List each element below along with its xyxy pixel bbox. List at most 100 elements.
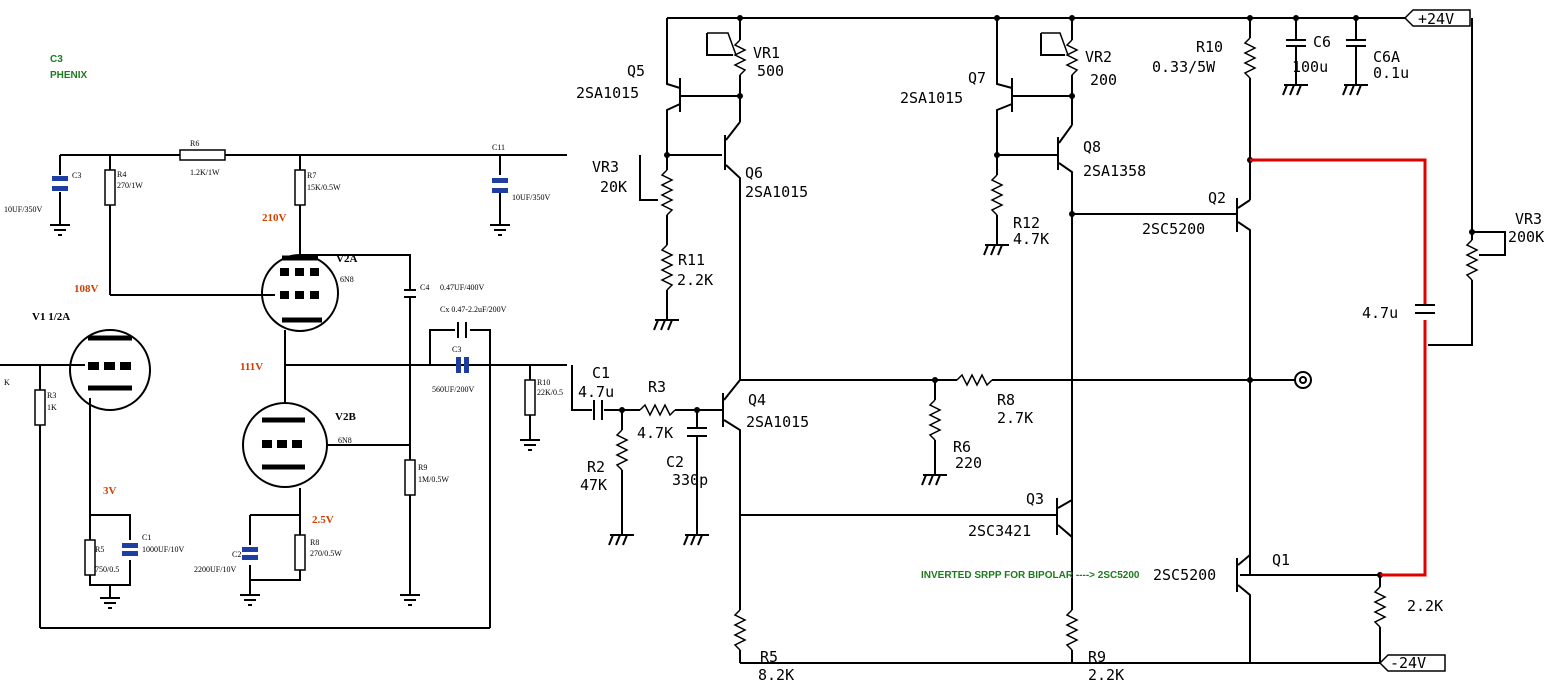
component-label: R10 <box>1196 38 1223 56</box>
brand-label: PHENIX <box>50 70 88 81</box>
component-label: C11 <box>492 143 505 152</box>
capacitor-feedback <box>1415 304 1435 314</box>
component-label: R7 <box>307 171 316 180</box>
feedback-wire-highlight <box>1250 158 1427 577</box>
component-part: 2SA1358 <box>1083 162 1146 180</box>
transistor-q2 <box>1072 198 1251 575</box>
component-value: 4.7K <box>1013 230 1049 248</box>
capacitor-symbol <box>52 186 68 191</box>
wire <box>89 398 131 598</box>
transistor-q7 <box>996 18 1058 156</box>
resistor-r3 <box>639 403 676 417</box>
component-part: 2SA1015 <box>746 413 809 431</box>
ground-symbol <box>100 597 120 609</box>
rail-label-positive: +24V <box>1418 10 1454 28</box>
component-part: 2SC5200 <box>1142 220 1205 238</box>
resistor-r12 <box>990 174 1004 216</box>
ground-symbol <box>1342 84 1368 96</box>
component-value: 0.1u <box>1373 64 1409 82</box>
transistor-q4 <box>722 379 741 610</box>
voltage-label: 108V <box>74 283 99 295</box>
component-label: Q1 <box>1272 551 1290 569</box>
resistor-symbol <box>179 149 226 161</box>
component-value: 47K <box>580 476 607 494</box>
capacitor-c6 <box>1286 18 1306 85</box>
component-label: Q3 <box>1026 490 1044 508</box>
component-label: R9 <box>1088 648 1106 666</box>
component-label: VR3 <box>1515 210 1542 228</box>
wire <box>1012 18 1073 125</box>
component-label: Q4 <box>748 391 766 409</box>
component-part: 2SA1015 <box>745 183 808 201</box>
component-label: Q7 <box>968 69 986 87</box>
transistor-q6 <box>724 121 741 380</box>
resistor-symbol <box>84 539 96 576</box>
component-label: R3 <box>47 391 56 400</box>
component-label: C3 <box>452 345 461 354</box>
resistor-symbol <box>294 534 306 571</box>
brand-label: C3 <box>50 54 63 65</box>
capacitor-symbol <box>456 357 461 373</box>
voltage-label: 111V <box>240 361 263 373</box>
resistor-symbol <box>34 389 46 426</box>
pot-wiper <box>1041 32 1069 56</box>
capacitor-c2 <box>687 410 707 535</box>
resistor-symbol <box>104 169 116 206</box>
component-value: 0.47UF/400V <box>440 283 484 292</box>
component-label: C2 <box>232 550 241 559</box>
component-label: C6 <box>1313 33 1331 51</box>
component-label: C4 <box>420 283 429 292</box>
component-value: 1M/0.5W <box>418 475 449 484</box>
component-label: R3 <box>648 378 666 396</box>
ground-symbol <box>520 439 540 451</box>
tube-label: V2B <box>335 411 356 423</box>
ground-symbol <box>921 474 947 486</box>
ground-symbol <box>608 534 634 546</box>
component-value: 200K <box>1508 228 1544 246</box>
tube-type: 6N8 <box>338 436 352 445</box>
component-label: VR2 <box>1085 48 1112 66</box>
ground-symbol <box>653 319 679 331</box>
transistor-q3 <box>740 498 1073 610</box>
bipolar-amp-schematic: +24V -24V VR1 500 Q5 2SA1015 VR3 20K <box>571 9 1544 684</box>
component-value: 1000UF/10V <box>142 545 184 554</box>
resistor-r10 <box>1243 37 1257 79</box>
capacitor-symbol <box>492 188 508 193</box>
ground-symbol <box>1282 84 1308 96</box>
component-label: VR3 <box>592 158 619 176</box>
component-label: VR1 <box>753 44 780 62</box>
resistor-r5 <box>733 609 747 651</box>
voltage-label: 3V <box>103 485 117 497</box>
component-value: 4.7u <box>578 383 614 401</box>
component-value: 2.2K <box>677 271 713 289</box>
component-label: Q6 <box>745 164 763 182</box>
capacitor-symbol <box>404 289 416 298</box>
ground-symbol <box>490 224 510 236</box>
resistor-r6 <box>928 399 942 441</box>
junction-dots <box>619 15 1475 578</box>
component-value: 330p <box>672 471 708 489</box>
wire <box>639 154 722 320</box>
component-value: 0.33/5W <box>1152 58 1216 76</box>
component-label: Q8 <box>1083 138 1101 156</box>
component-value: 200 <box>1090 71 1117 89</box>
component-label: R8 <box>997 391 1015 409</box>
resistor-r11 <box>660 244 674 291</box>
component-label: C1 <box>142 533 151 542</box>
component-label: Q2 <box>1208 189 1226 207</box>
component-label: R8 <box>310 538 319 547</box>
component-value: 10UF/350V <box>4 205 42 214</box>
component-value: 20K <box>600 178 627 196</box>
component-part: 2SC3421 <box>968 522 1031 540</box>
resistor-r2 <box>615 429 629 471</box>
component-part: 2SC5200 <box>1153 566 1216 584</box>
component-label: C1 <box>592 364 610 382</box>
tube-label: V1 1/2A <box>32 311 70 323</box>
component-value: 2.2K <box>1088 666 1124 684</box>
component-value: 220 <box>955 454 982 472</box>
component-value: 560UF/200V <box>432 385 474 394</box>
output-terminal-icon <box>1294 371 1312 389</box>
pot-wiper <box>707 32 737 56</box>
component-value: 100u <box>1292 58 1328 76</box>
